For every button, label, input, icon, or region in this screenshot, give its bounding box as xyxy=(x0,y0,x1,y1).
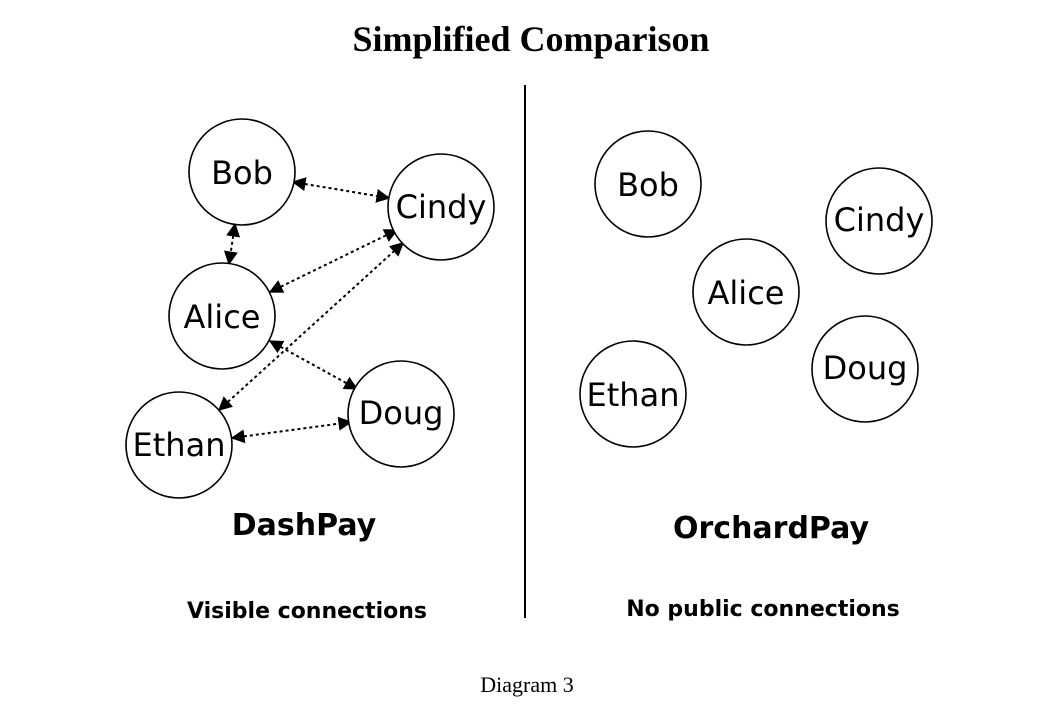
orchardpay-title: OrchardPay xyxy=(673,511,869,546)
node-alice: Alice xyxy=(168,262,276,370)
node-label: Bob xyxy=(211,154,273,192)
dashpay-subtitle: Visible connections xyxy=(187,599,427,624)
node-circle xyxy=(811,315,919,423)
node-label: Alice xyxy=(708,274,785,312)
edge-bob-cindy xyxy=(291,177,391,203)
node-circle xyxy=(387,153,495,261)
node-label: Doug xyxy=(359,394,444,432)
node-circle xyxy=(825,167,933,275)
node-ethan: Ethan xyxy=(579,340,687,448)
node-alice: Alice xyxy=(692,238,800,346)
edge-bob-alice xyxy=(223,222,241,266)
node-circle xyxy=(579,340,687,448)
diagram-caption: Diagram 3 xyxy=(480,672,573,697)
node-label: Ethan xyxy=(133,426,226,464)
node-label: Cindy xyxy=(396,188,487,226)
node-circle xyxy=(347,360,455,468)
diagram-title: Simplified Comparison xyxy=(352,19,709,59)
node-cindy: Cindy xyxy=(387,153,495,261)
orchardpay-subtitle: No public connections xyxy=(626,597,900,622)
node-circle xyxy=(188,118,296,226)
dashpay-title: DashPay xyxy=(232,508,377,543)
node-bob: Bob xyxy=(594,130,702,238)
node-bob: Bob xyxy=(188,118,296,226)
orchardpay-panel: Bob Cindy Alice Doug Ethan OrchardPay No… xyxy=(579,130,933,622)
node-circle xyxy=(125,391,233,499)
node-doug: Doug xyxy=(347,360,455,468)
node-circle xyxy=(594,130,702,238)
edge-ethan-doug xyxy=(230,416,353,444)
edge-alice-cindy xyxy=(268,229,399,293)
node-circle xyxy=(168,262,276,370)
node-circle xyxy=(692,238,800,346)
node-label: Ethan xyxy=(587,376,680,414)
edge-alice-doug xyxy=(268,340,359,390)
node-label: Cindy xyxy=(834,201,925,239)
node-doug: Doug xyxy=(811,315,919,423)
dashpay-panel: Bob Cindy Alice Doug Ethan DashPay Visib… xyxy=(125,118,495,624)
node-label: Doug xyxy=(823,349,908,387)
node-label: Bob xyxy=(617,166,679,204)
node-label: Alice xyxy=(184,298,261,336)
dashpay-edges xyxy=(217,177,405,444)
node-cindy: Cindy xyxy=(825,167,933,275)
node-ethan: Ethan xyxy=(125,391,233,499)
